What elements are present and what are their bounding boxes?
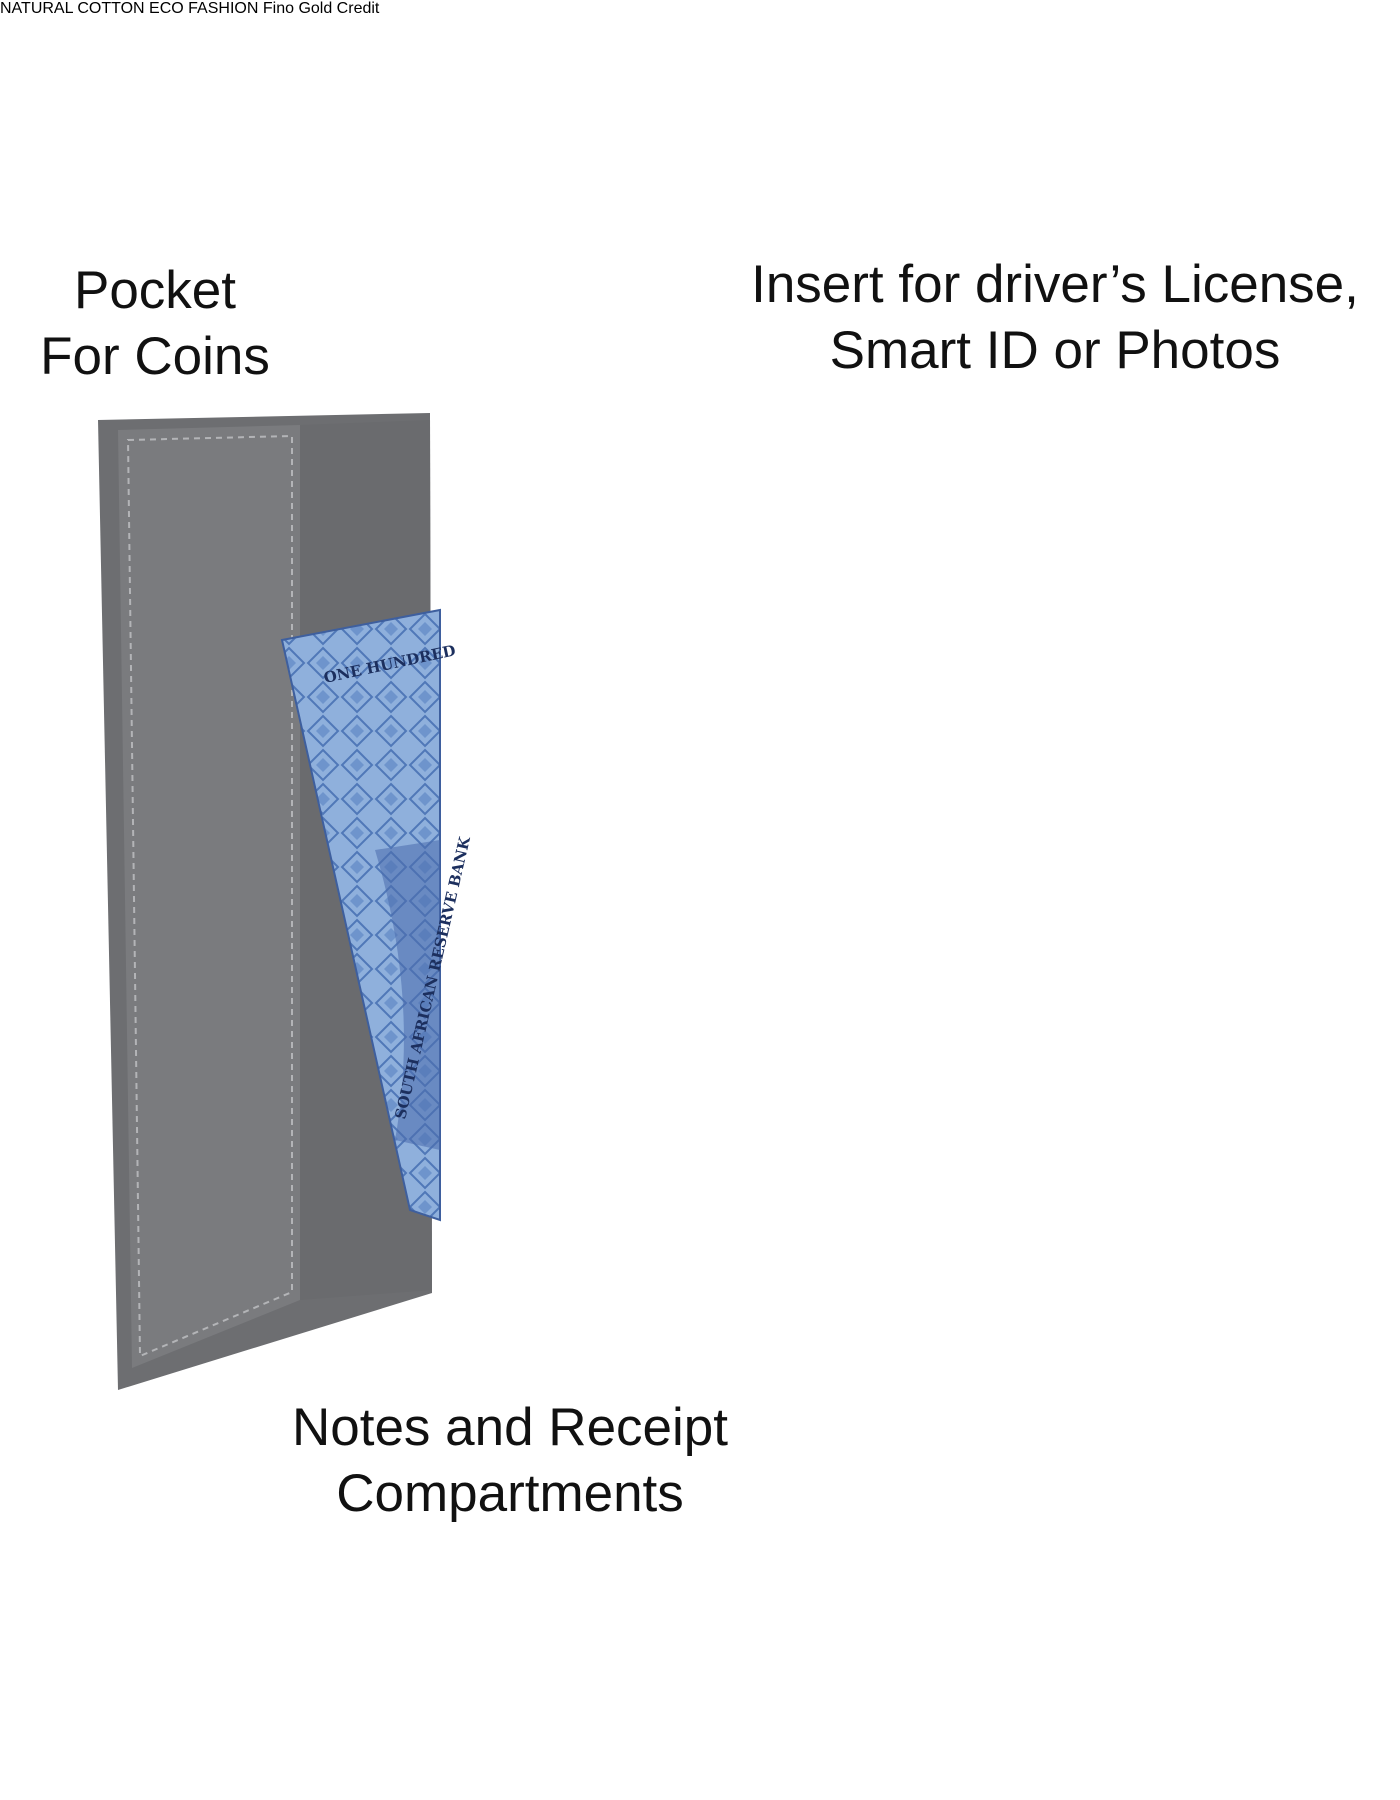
card-blue: NATURAL COTTON ECO FASHION Fino [0, 0, 298, 17]
callout-license-insert-line1: Insert for driver’s License, [751, 255, 1359, 314]
card-navy: NATURAL COTTON ECO FASHION Fino [0, 0, 298, 17]
callout-license-insert: Insert for driver’s License, Smart ID or… [725, 252, 1385, 384]
right-panel: Gold Credit [298, 0, 379, 17]
clasp-icon: NATURAL COTTON ECO FASHION Fino [0, 0, 1359, 1523]
callout-coin-pocket-line2: For Coins [40, 327, 270, 386]
callout-coin-pocket: Pocket For Coins [20, 258, 290, 390]
callout-notes-compartments-line1: Notes and Receipt [291, 1398, 729, 1457]
banknote: ONE HUNDRED SOUTH AFRICAN RESERVE BANK [280, 608, 474, 1222]
center-panel[interactable]: NATURAL COTTON ECO FASHION Fino [0, 0, 298, 17]
callout-coin-pocket-line1: Pocket [73, 261, 237, 320]
id-window[interactable]: NATURAL COTTON ECO FASHION Fino [0, 0, 298, 17]
gold-card-label: Gold Credit [298, 0, 380, 17]
id-brand-text: Fino [262, 0, 294, 17]
id-ring-text: NATURAL COTTON ECO FASHION [0, 0, 259, 17]
card-yellow: Gold Credit [298, 0, 379, 17]
callout-notes-compartments-line2: Compartments [336, 1464, 684, 1523]
callout-notes-compartments: Notes and Receipt Compartments [260, 1395, 760, 1527]
card-gold: Gold Credit [298, 0, 379, 17]
card-striped: NATURAL COTTON ECO FASHION Fino [0, 0, 298, 17]
callout-license-insert-line2: Smart ID or Photos [829, 321, 1281, 380]
